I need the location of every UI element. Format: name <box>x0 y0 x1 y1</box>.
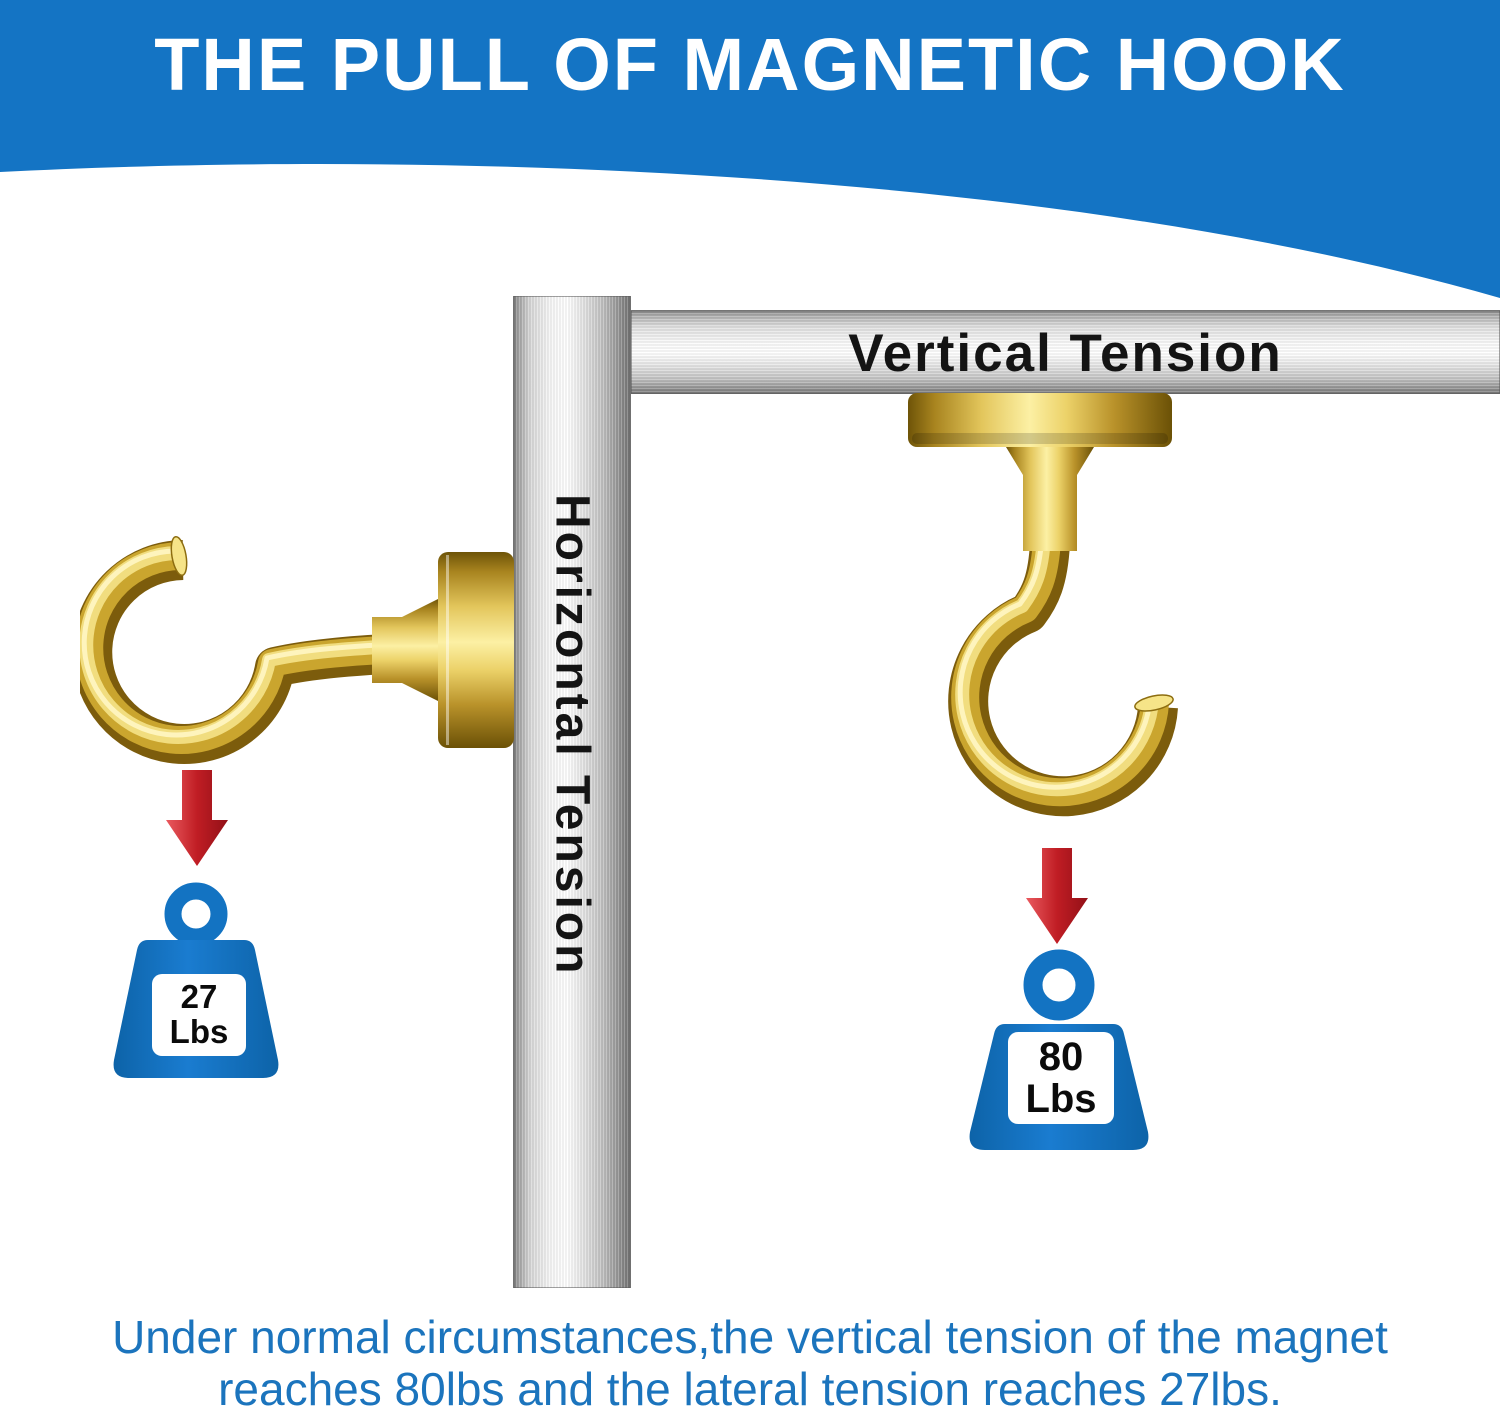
hook-rod-left <box>80 540 426 764</box>
hook-tip-right <box>1134 694 1174 712</box>
weight-right-label: 80 Lbs <box>1008 1032 1114 1124</box>
magnet-neck-left <box>372 599 438 701</box>
down-arrow-icon-right <box>1026 848 1088 944</box>
weight-left-unit: Lbs <box>169 1013 229 1050</box>
weight-right-value: 80 <box>1038 1034 1084 1079</box>
magnet-neck-right <box>1006 447 1094 551</box>
magnet-disc-left <box>438 552 514 748</box>
magnetic-hook-vertical <box>908 393 1178 817</box>
weight-right-unit: Lbs <box>1025 1077 1097 1121</box>
magnet-disc-right-rim <box>912 433 1168 444</box>
hook-rod-right <box>948 533 1178 817</box>
weight-right-ring <box>1023 949 1095 1021</box>
caption-line-1: Under normal circumstances,the vertical … <box>112 1311 1388 1363</box>
caption: Under normal circumstances,the vertical … <box>0 1311 1500 1415</box>
weight-left-ring <box>164 882 228 946</box>
weight-left-label: 27 Lbs <box>152 974 246 1056</box>
magnet-disc-left-rim <box>446 555 449 745</box>
horizontal-tension-label: Horizontal Tension <box>545 493 599 977</box>
header-banner <box>0 0 1500 298</box>
caption-line-2: reaches 80lbs and the lateral tension re… <box>218 1362 1282 1415</box>
weight-left-value: 27 <box>180 978 218 1016</box>
hook-tip-left <box>170 536 188 576</box>
steel-bar-vertical <box>513 296 631 1288</box>
vertical-tension-label: Vertical Tension <box>848 323 1283 383</box>
magnetic-hook-horizontal <box>80 536 514 764</box>
down-arrow-icon-left <box>166 770 228 866</box>
horizontal-tension-label-wrap: Horizontal Tension <box>513 415 631 1055</box>
magnet-disc-right <box>908 393 1172 447</box>
steel-bar-horizontal <box>631 310 1500 394</box>
header-swoosh <box>0 0 1500 298</box>
page-title: THE PULL OF MAGNETIC HOOK <box>154 23 1346 106</box>
